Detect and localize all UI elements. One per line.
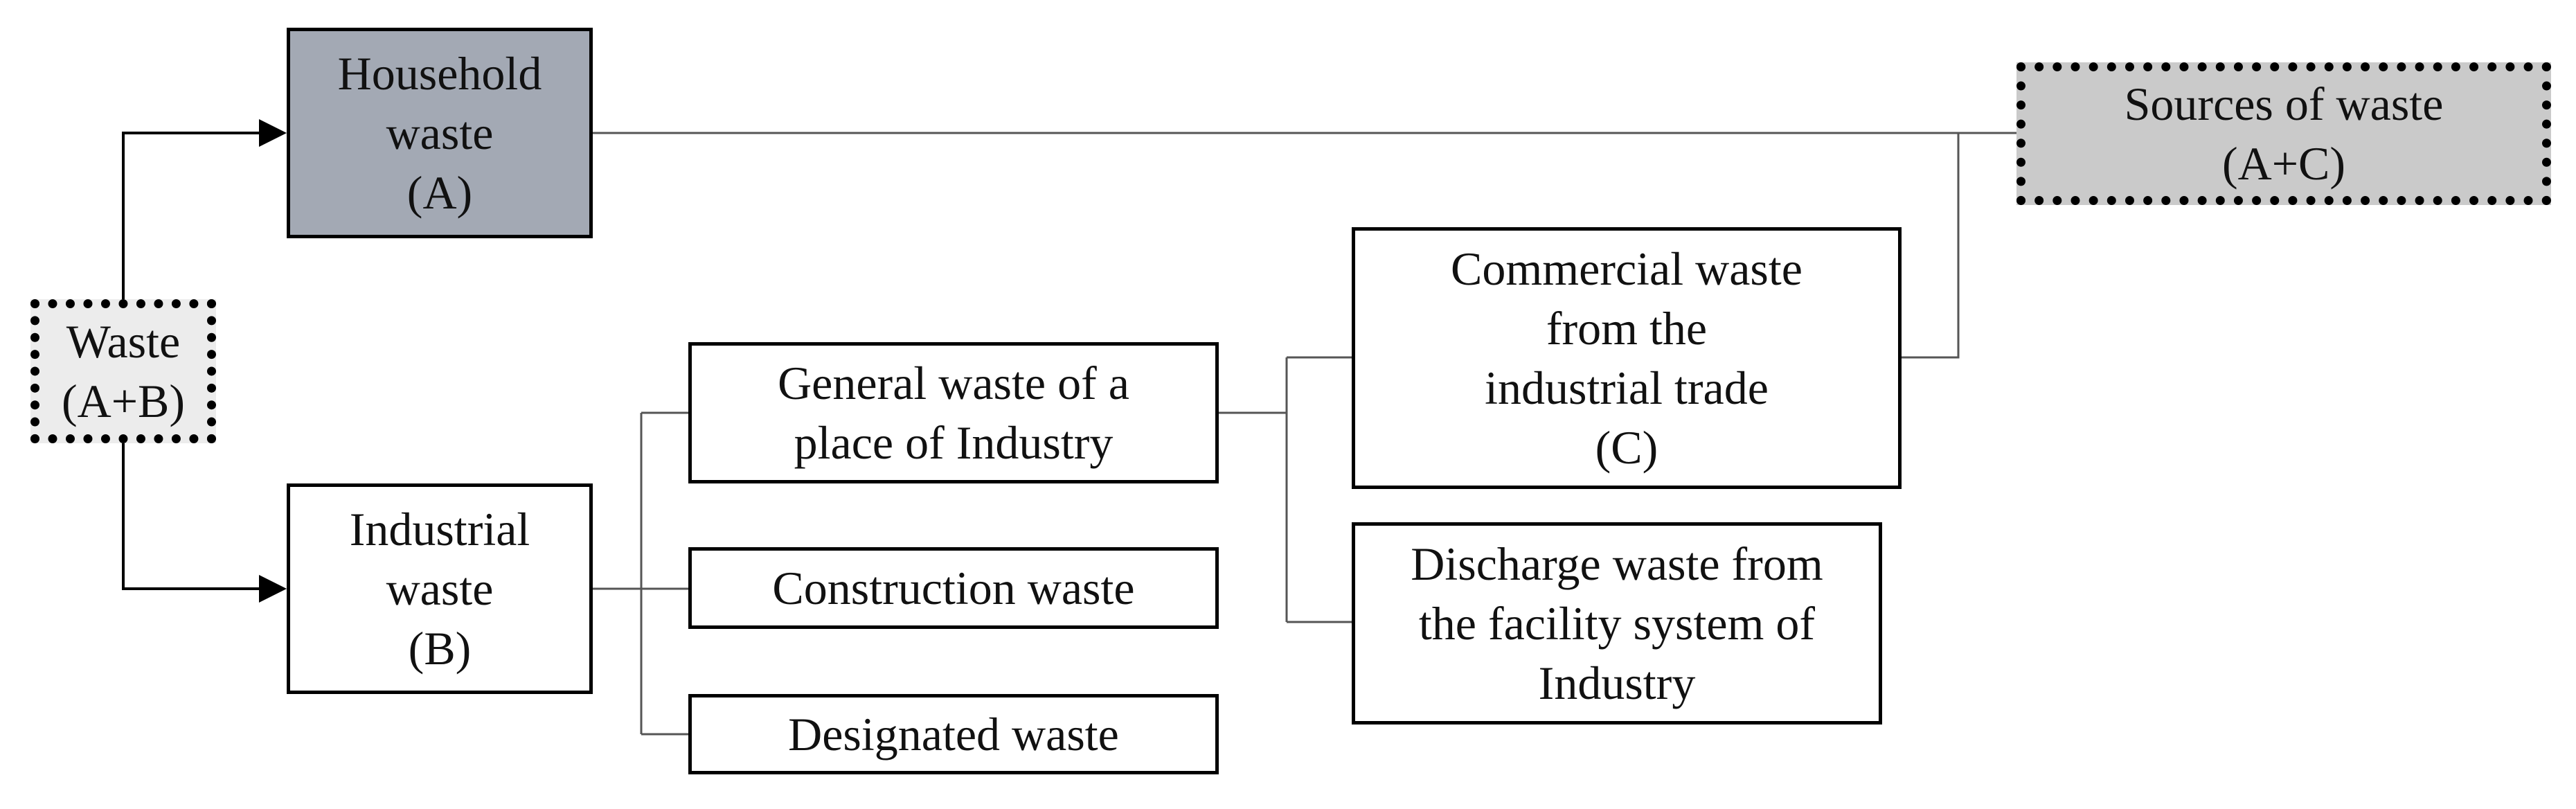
general-waste-node: General waste of a place of Industry <box>688 342 1219 483</box>
general-waste-label: General waste of a place of Industry <box>778 357 1129 469</box>
discharge-waste-node: Discharge waste from the facility system… <box>1352 522 1882 724</box>
industrial-waste-node: Industrial waste (B) <box>287 483 593 694</box>
connector-commercial-to-sources <box>1902 133 1960 359</box>
industrial-waste-label: Industrial waste (B) <box>349 503 530 675</box>
designated-waste-label: Designated waste <box>788 708 1119 761</box>
household-waste-label: Household waste (A) <box>337 47 542 219</box>
commercial-waste-node: Commercial waste from the industrial tra… <box>1352 227 1902 489</box>
designated-waste-node: Designated waste <box>688 694 1219 774</box>
waste-node: Waste (A+B) <box>30 299 216 443</box>
commercial-waste-label: Commercial waste from the industrial tra… <box>1451 242 1803 474</box>
household-waste-node: Household waste (A) <box>287 28 593 238</box>
construction-waste-label: Construction waste <box>772 562 1135 614</box>
sources-of-waste-node: Sources of waste (A+C) <box>2016 62 2551 205</box>
arrow-waste-to-household <box>122 119 287 299</box>
waste-node-label: Waste (A+B) <box>61 315 186 427</box>
arrow-waste-to-industrial <box>122 443 287 603</box>
construction-waste-node: Construction waste <box>688 547 1219 629</box>
discharge-waste-label: Discharge waste from the facility system… <box>1411 537 1823 709</box>
sources-of-waste-label: Sources of waste (A+C) <box>2124 78 2444 190</box>
